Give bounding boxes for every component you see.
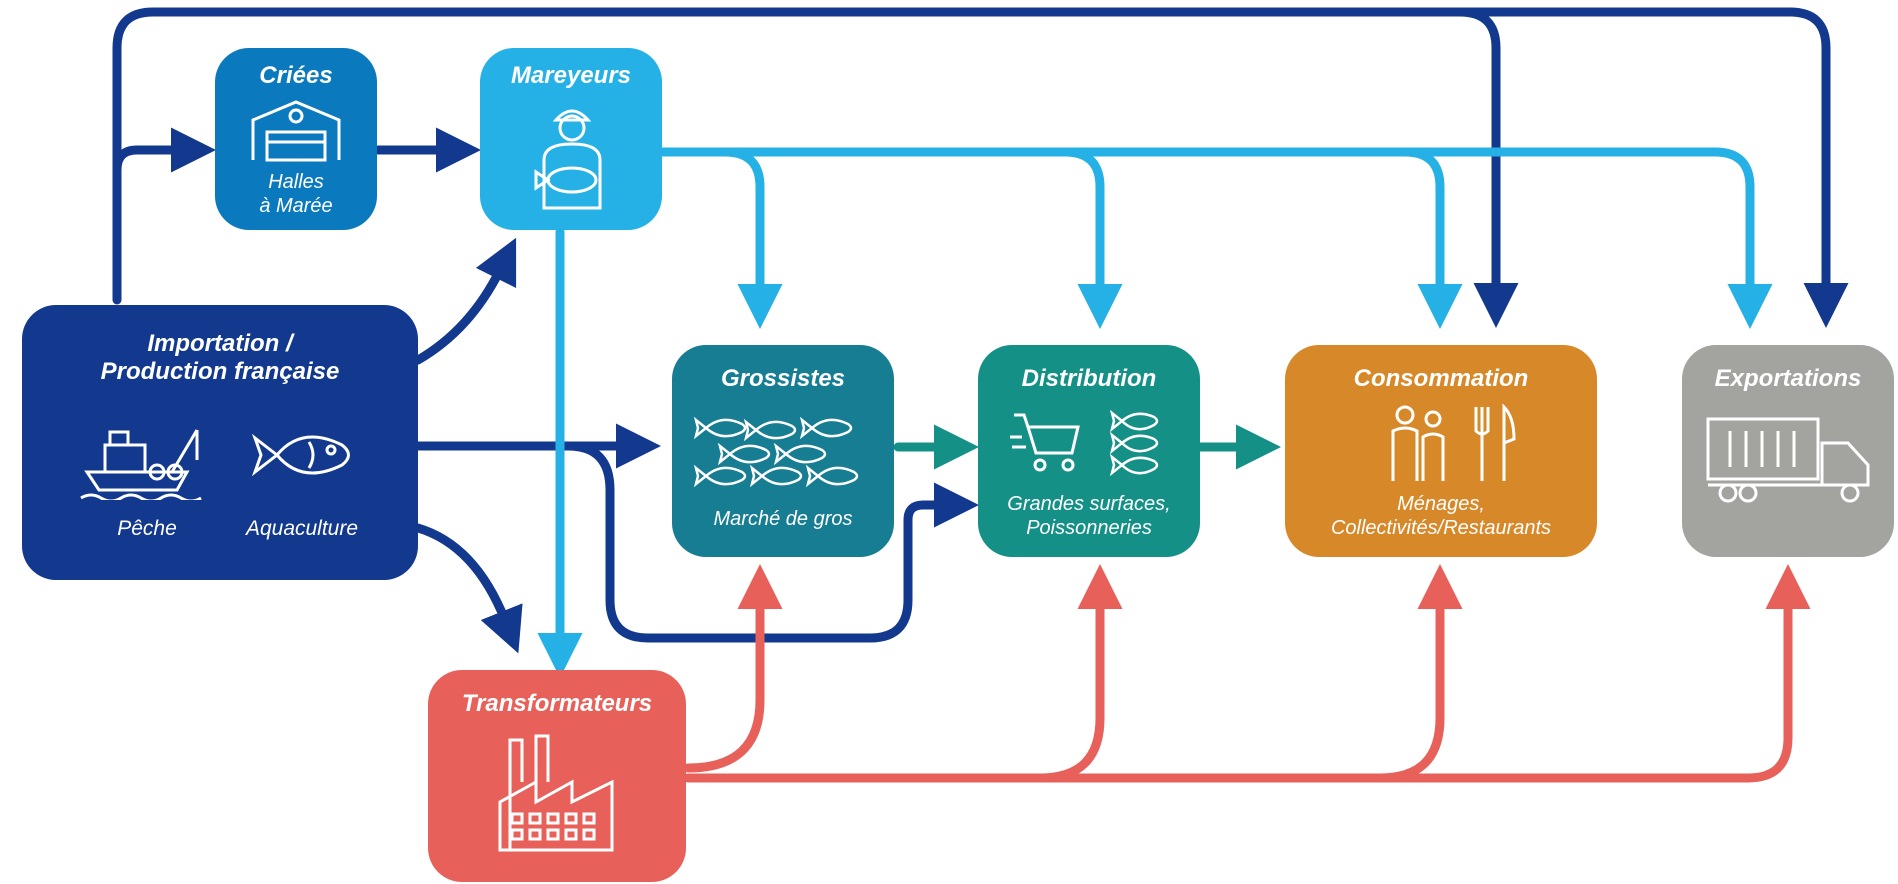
node-grossistes: Grossistes Marché de gros (672, 345, 894, 557)
node-grossistes-subtitle: Marché de gros (713, 508, 853, 530)
flow-top-consommation (1455, 7, 1519, 328)
flow-transformateurs-distribution (1035, 564, 1123, 783)
node-consommation: Consommation Ménages, Collectivités/Rest… (1285, 345, 1597, 557)
node-consommation-subtitle: Ménages, Collectivités/Restaurants (1330, 493, 1552, 539)
node-distribution: Distribution Grandes surfaces, Poissonne… (978, 345, 1200, 557)
flow-transformateurs-grossistes (683, 564, 783, 773)
node-importation-title: Importation / Production française (100, 330, 340, 385)
flow-importation-criees (112, 127, 216, 305)
flow-importation-transformateurs (413, 523, 523, 654)
node-transformateurs-title: Transformateurs (461, 690, 653, 717)
fishmonger-icon (534, 109, 602, 210)
node-exportations-title: Exportations (1714, 365, 1862, 392)
node-mareyeurs: Mareyeurs (480, 48, 662, 230)
node-criees-subtitle: Halles à Marée (259, 171, 333, 217)
flow-mareyeurs-consommation (1400, 147, 1463, 329)
flow-importation-exportations-top (112, 7, 1849, 328)
flow-transformateurs-consommation (1375, 564, 1463, 783)
node-criees: Criées Halles à Marée (215, 48, 377, 230)
node-criees-title: Criées (259, 62, 333, 89)
node-grossistes-title: Grossistes (720, 365, 846, 392)
flow-transformateurs-exportations (683, 564, 1811, 783)
flow-mareyeurs-distribution (1060, 147, 1123, 329)
node-distribution-subtitle: Grandes surfaces, Poissonneries (1007, 493, 1171, 539)
fish-stack-icon (1109, 409, 1159, 477)
fishing-boat-icon (80, 429, 202, 500)
market-hall-icon (251, 100, 341, 162)
fork-knife-icon (1474, 403, 1516, 481)
node-mareyeurs-title: Mareyeurs (510, 62, 632, 89)
flow-importation-mareyeurs (413, 237, 517, 365)
flow-mareyeurs-grossistes (720, 147, 783, 329)
node-transformateurs: Transformateurs (428, 670, 686, 882)
node-consommation-title: Consommation (1353, 365, 1529, 392)
factory-icon (498, 734, 614, 852)
node-exportations: Exportations (1682, 345, 1894, 557)
fish-icon (251, 433, 350, 477)
truck-icon (1706, 417, 1870, 503)
shopping-cart-icon (1010, 413, 1080, 472)
family-icon (1391, 405, 1445, 481)
fish-school-icon (693, 416, 859, 488)
node-importation: Importation / Production française Pêche… (22, 305, 418, 580)
label-aquaculture: Aquaculture (245, 517, 359, 540)
label-peche: Pêche (117, 517, 177, 540)
node-distribution-title: Distribution (1021, 365, 1157, 392)
flow-mareyeurs-exportations (655, 147, 1773, 329)
